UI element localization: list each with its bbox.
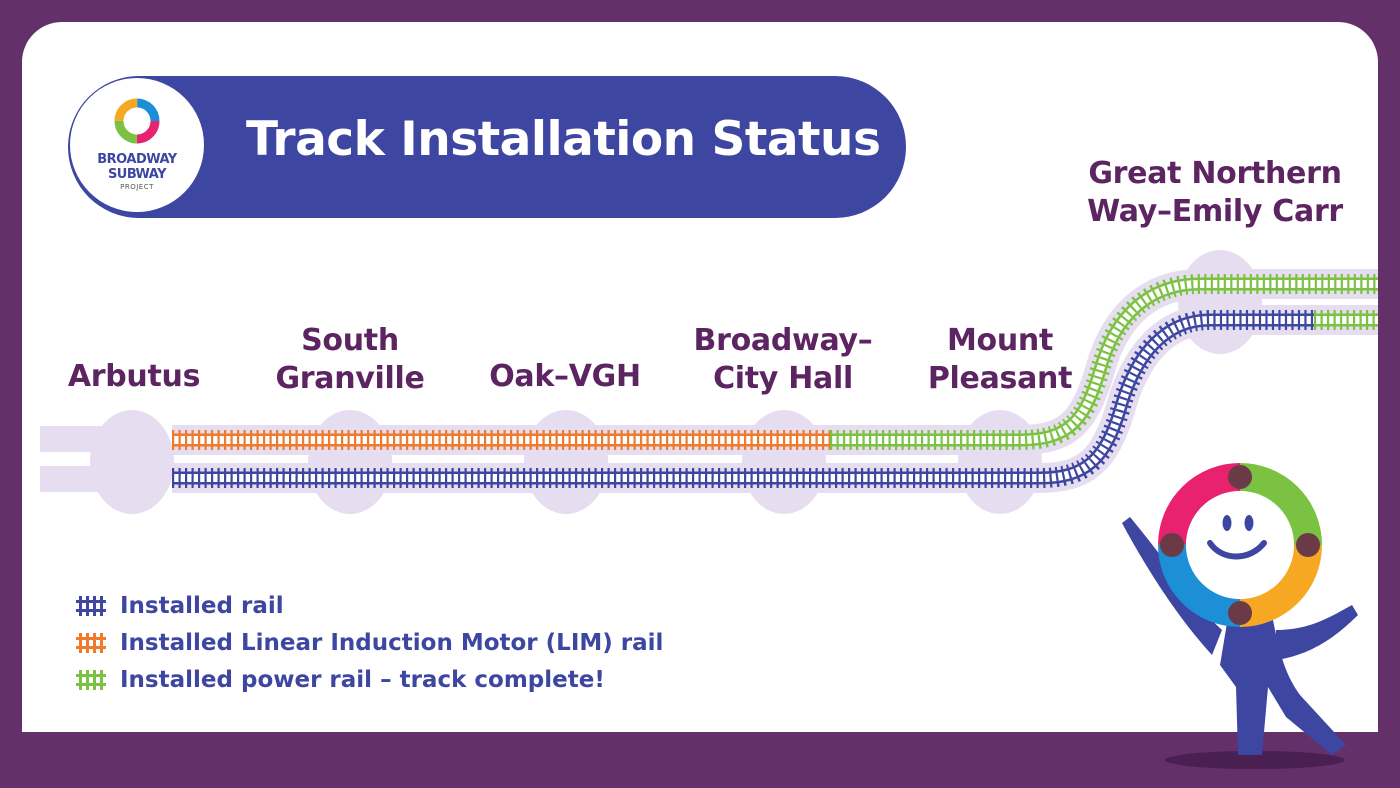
station-label-south-granville: South Granville (275, 323, 425, 396)
station-disc-great-northern-way (1178, 250, 1262, 354)
logo-text-line3: PROJECT (120, 183, 154, 191)
upper-track-power-segment (830, 274, 1378, 450)
legend-label-power-rail: Installed power rail – track complete! (120, 667, 605, 693)
mascot-right-arm (1276, 605, 1358, 660)
station-label-oak-vgh: Oak–VGH (489, 359, 641, 394)
lower-track-installed-segment (172, 310, 1314, 488)
station-label-great-northern-way: Great Northern Way–Emily Carr (1087, 156, 1343, 229)
logo-text-line1: BROADWAY (97, 152, 177, 167)
legend-label-lim-rail: Installed Linear Induction Motor (LIM) r… (120, 630, 664, 656)
mascot-character (1122, 463, 1358, 769)
legend-item-lim-rail: Installed Linear Induction Motor (LIM) r… (76, 628, 663, 658)
header-banner (68, 76, 906, 218)
logo-ring-icon (114, 98, 160, 144)
tail-track-lower (40, 466, 130, 492)
power-rail-icon (76, 670, 106, 690)
mascot-eye-right (1244, 515, 1254, 531)
lim-rail-icon (76, 633, 106, 653)
station-label-arbutus: Arbutus (67, 359, 201, 394)
station-label-mount-pleasant: Mount Pleasant (927, 323, 1073, 396)
legend-item-power-rail: Installed power rail – track complete! (76, 665, 605, 695)
mascot-face (1186, 491, 1294, 599)
legend-label-installed-rail: Installed rail (120, 593, 284, 619)
installed-rail-icon (76, 596, 106, 616)
station-disc-arbutus (90, 410, 174, 514)
mascot-body (1220, 605, 1346, 755)
mascot-smile (1207, 540, 1267, 560)
mascot-head-ring (1158, 463, 1322, 627)
mascot-shadow (1165, 751, 1345, 769)
tail-track-upper (40, 426, 130, 452)
station-label-broadway-city-hall: Broadway– City Hall (693, 323, 873, 396)
logo-text-line2: SUBWAY (107, 167, 167, 182)
mascot-eye-left (1222, 515, 1232, 531)
legend-item-installed-rail: Installed rail (76, 591, 284, 621)
page-title: Track Installation Status (246, 112, 881, 167)
